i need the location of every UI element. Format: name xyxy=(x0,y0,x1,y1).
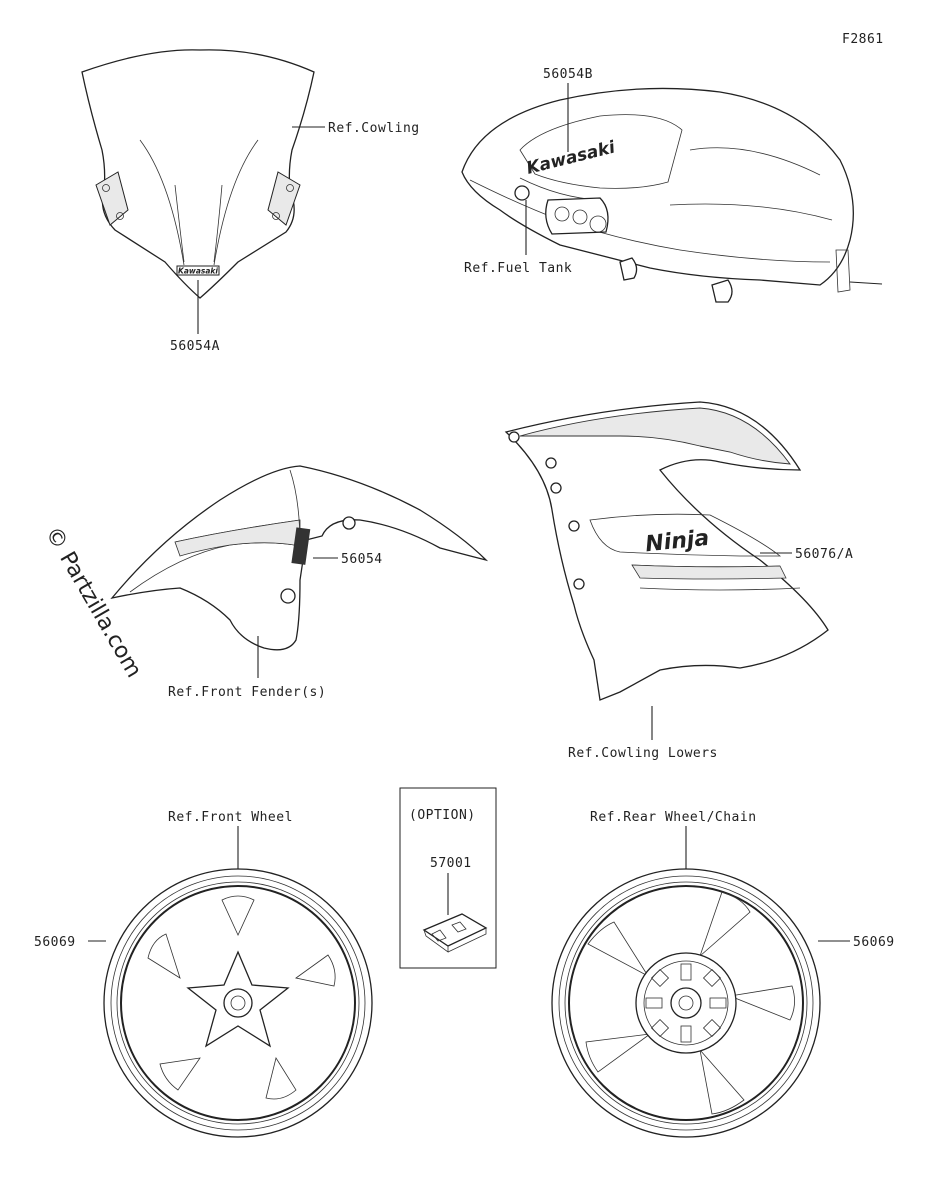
part-56069-right-label[interactable]: 56069 xyxy=(853,935,895,950)
part-56054-label[interactable]: 56054 xyxy=(341,552,383,567)
fuel-tank-part[interactable]: Kawasaki xyxy=(461,87,883,303)
ref-fuel-tank-label[interactable]: Ref.Fuel Tank xyxy=(464,261,572,276)
windshield-decal-text: Kawasaki xyxy=(178,267,218,276)
ref-rear-wheel-label[interactable]: Ref.Rear Wheel/Chain xyxy=(590,810,757,825)
ref-cowling-label[interactable]: Ref.Cowling xyxy=(328,121,420,136)
ref-cowling-lowers-label[interactable]: Ref.Cowling Lowers xyxy=(568,746,718,761)
part-56054a-label[interactable]: 56054A xyxy=(170,339,220,354)
ref-front-wheel-label[interactable]: Ref.Front Wheel xyxy=(168,810,293,825)
windshield-part[interactable]: Kawasaki xyxy=(81,49,315,299)
option-label: (OPTION) xyxy=(409,808,476,823)
part-56076a-label[interactable]: 56076/A xyxy=(795,547,853,562)
sprocket-holes xyxy=(645,963,727,1043)
front-fender-part[interactable] xyxy=(110,465,489,651)
watermark: © Partzilla.com xyxy=(40,523,147,683)
part-56054b-label[interactable]: 56054B xyxy=(543,67,593,82)
part-56069-left-label[interactable]: 56069 xyxy=(34,935,76,950)
figure-id: F2861 xyxy=(842,32,884,47)
tool-57001-part[interactable] xyxy=(422,913,488,953)
part-57001-label[interactable]: 57001 xyxy=(430,856,472,871)
rear-wheel-part[interactable] xyxy=(551,868,821,1138)
cowling-lowers-part[interactable]: Ninja xyxy=(504,401,829,701)
front-wheel-part[interactable] xyxy=(103,868,373,1138)
ref-front-fender-label[interactable]: Ref.Front Fender(s) xyxy=(168,685,326,700)
